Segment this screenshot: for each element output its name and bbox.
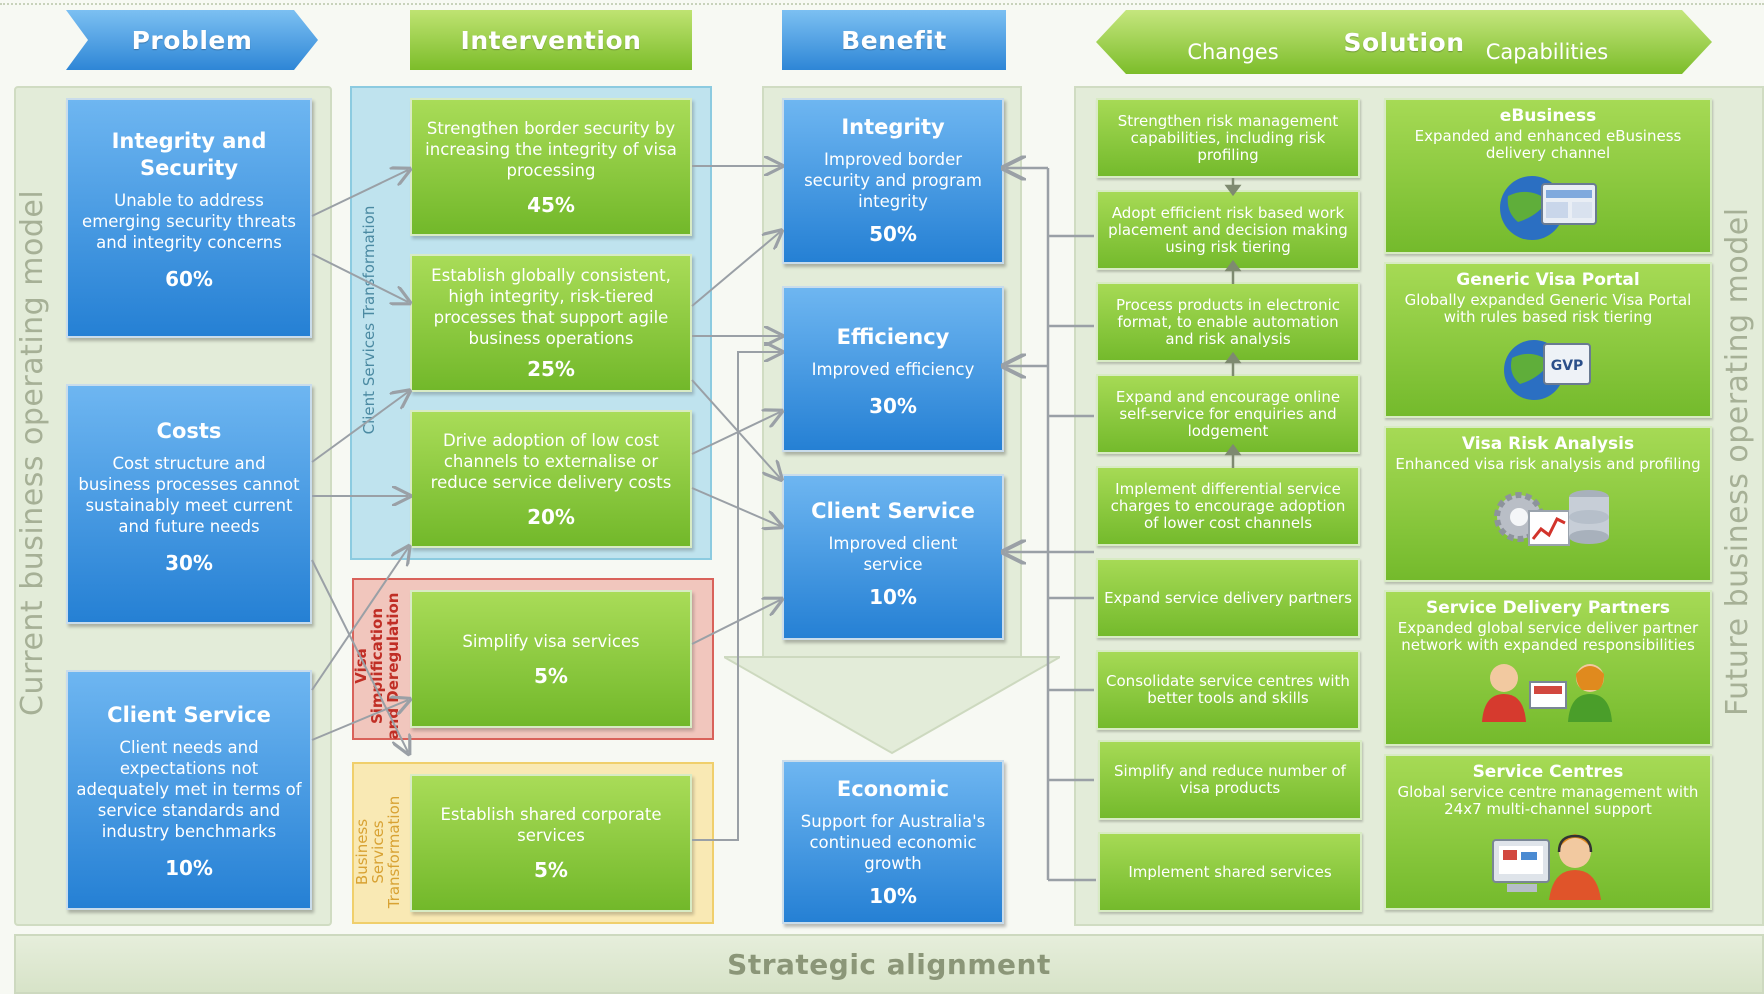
benefit-efficiency: Efficiency Improved efficiency 30% [782, 286, 1004, 452]
capability-desc: Enhanced visa risk analysis and profilin… [1395, 455, 1701, 473]
problem-pct: 60% [165, 267, 213, 291]
benefit-title: Economic [836, 777, 950, 801]
change-item: Expand service delivery partners [1096, 558, 1360, 638]
problem-client-service: Client Service Client needs and expectat… [66, 670, 312, 910]
problem-integrity-security: Integrity and Security Unable to address… [66, 98, 312, 338]
benefit-desc: Improved border security and program int… [804, 150, 982, 211]
intervention-desc: Establish globally consistent, high inte… [431, 266, 671, 348]
change-item: Implement shared services [1098, 832, 1362, 912]
benefit-title: Integrity [841, 115, 945, 139]
problem-desc: Cost structure and business processes ca… [78, 454, 300, 536]
problem-title: Costs [156, 419, 222, 443]
change-item: Implement differential service charges t… [1096, 466, 1360, 546]
benefit-title: Efficiency [836, 325, 950, 349]
capabilities-header: Capabilities [1485, 40, 1609, 64]
capability-title: Service Delivery Partners [1425, 598, 1670, 618]
capability-service-delivery-partners: Service Delivery Partners Expanded globa… [1384, 590, 1712, 746]
change-item: Consolidate service centres with better … [1096, 650, 1360, 730]
intervention-header: Intervention [410, 10, 692, 70]
benefit-client-service: Client Service Improved client service 1… [782, 474, 1004, 640]
capability-desc: Global service centre management with 24… [1397, 783, 1699, 818]
solution-header-shape [1096, 10, 1712, 74]
problem-header-shape [66, 10, 318, 70]
intervention-low-cost-channels: Drive adoption of low cost channels to e… [410, 410, 692, 548]
capability-title: Generic Visa Portal [1456, 270, 1640, 290]
intervention-risk-tiered-processes: Establish globally consistent, high inte… [410, 254, 692, 392]
changes-header: Changes [1187, 40, 1279, 64]
problem-desc: Unable to address emerging security thre… [82, 191, 296, 252]
intervention-desc: Drive adoption of low cost channels to e… [430, 430, 672, 492]
benefit-integrity: Integrity Improved border security and p… [782, 98, 1004, 264]
gvp-label: GVP [1551, 358, 1584, 374]
problem-costs: Costs Cost structure and business proces… [66, 384, 312, 624]
capability-desc: Expanded global service deliver partner … [1397, 619, 1699, 654]
gear-database-icon [1494, 490, 1609, 546]
capability-title: Visa Risk Analysis [1461, 434, 1635, 454]
intervention-pct: 20% [527, 504, 575, 529]
benefit-funnel-arrow [724, 656, 1060, 755]
benefit-header: Benefit [782, 10, 1006, 70]
benefit-pct: 50% [869, 222, 917, 246]
intervention-pct: 25% [527, 357, 575, 381]
benefit-pct: 10% [869, 585, 917, 609]
benefit-title: Client Service [811, 499, 975, 523]
capability-service-centres: Service Centres Global service centre ma… [1384, 754, 1712, 910]
problem-header: Problem [131, 25, 253, 55]
change-item: Strengthen risk management capabilities,… [1096, 98, 1360, 178]
intervention-simplify-visa: Simplify visa services 5% [410, 590, 692, 728]
solution-header: Solution [1343, 27, 1465, 57]
benefit-desc: Improved efficiency [811, 360, 975, 379]
operator-icon [1492, 834, 1601, 900]
people-icon [1482, 664, 1612, 722]
intervention-border-security: Strengthen border security by increasing… [410, 98, 692, 236]
intervention-pct: 5% [534, 858, 568, 882]
change-item: Simplify and reduce number of visa produ… [1098, 740, 1362, 820]
capability-generic-visa-portal: Generic Visa Portal Globally expanded Ge… [1384, 262, 1712, 418]
strategic-alignment-bar: Strategic alignment [14, 934, 1764, 994]
globe-gvp-icon: GVP [1504, 340, 1591, 400]
capability-title: eBusiness [1499, 106, 1597, 126]
intervention-desc: Simplify visa services [462, 631, 640, 651]
problem-desc: Client needs and expectations not adequa… [76, 738, 302, 841]
intervention-desc: Strengthen border security by increasing… [425, 118, 677, 180]
benefit-economic: Economic Support for Australia's continu… [782, 760, 1004, 924]
globe-browser-icon [1500, 176, 1597, 240]
problem-title: Integrity and Security [111, 129, 267, 180]
benefit-desc: Support for Australia's continued econom… [800, 812, 986, 873]
benefit-desc: Improved client service [828, 534, 958, 574]
benefit-pct: 10% [869, 884, 917, 908]
intervention-pct: 45% [527, 192, 575, 217]
change-item: Adopt efficient risk based work placemen… [1096, 190, 1360, 270]
capability-desc: Globally expanded Generic Visa Portal wi… [1404, 291, 1692, 326]
top-divider [0, 3, 1764, 5]
capability-title: Service Centres [1472, 762, 1624, 782]
intervention-shared-services: Establish shared corporate services 5% [410, 774, 692, 912]
problem-title: Client Service [107, 703, 271, 727]
capability-visa-risk-analysis: Visa Risk Analysis Enhanced visa risk an… [1384, 426, 1712, 582]
capability-ebusiness: eBusiness Expanded and enhanced eBusines… [1384, 98, 1712, 254]
problem-pct: 10% [165, 856, 213, 880]
capability-desc: Expanded and enhanced eBusiness delivery… [1414, 127, 1682, 162]
intervention-desc: Establish shared corporate services [440, 805, 662, 845]
intervention-pct: 5% [534, 663, 568, 688]
problem-pct: 30% [165, 551, 213, 575]
benefit-pct: 30% [869, 394, 917, 418]
